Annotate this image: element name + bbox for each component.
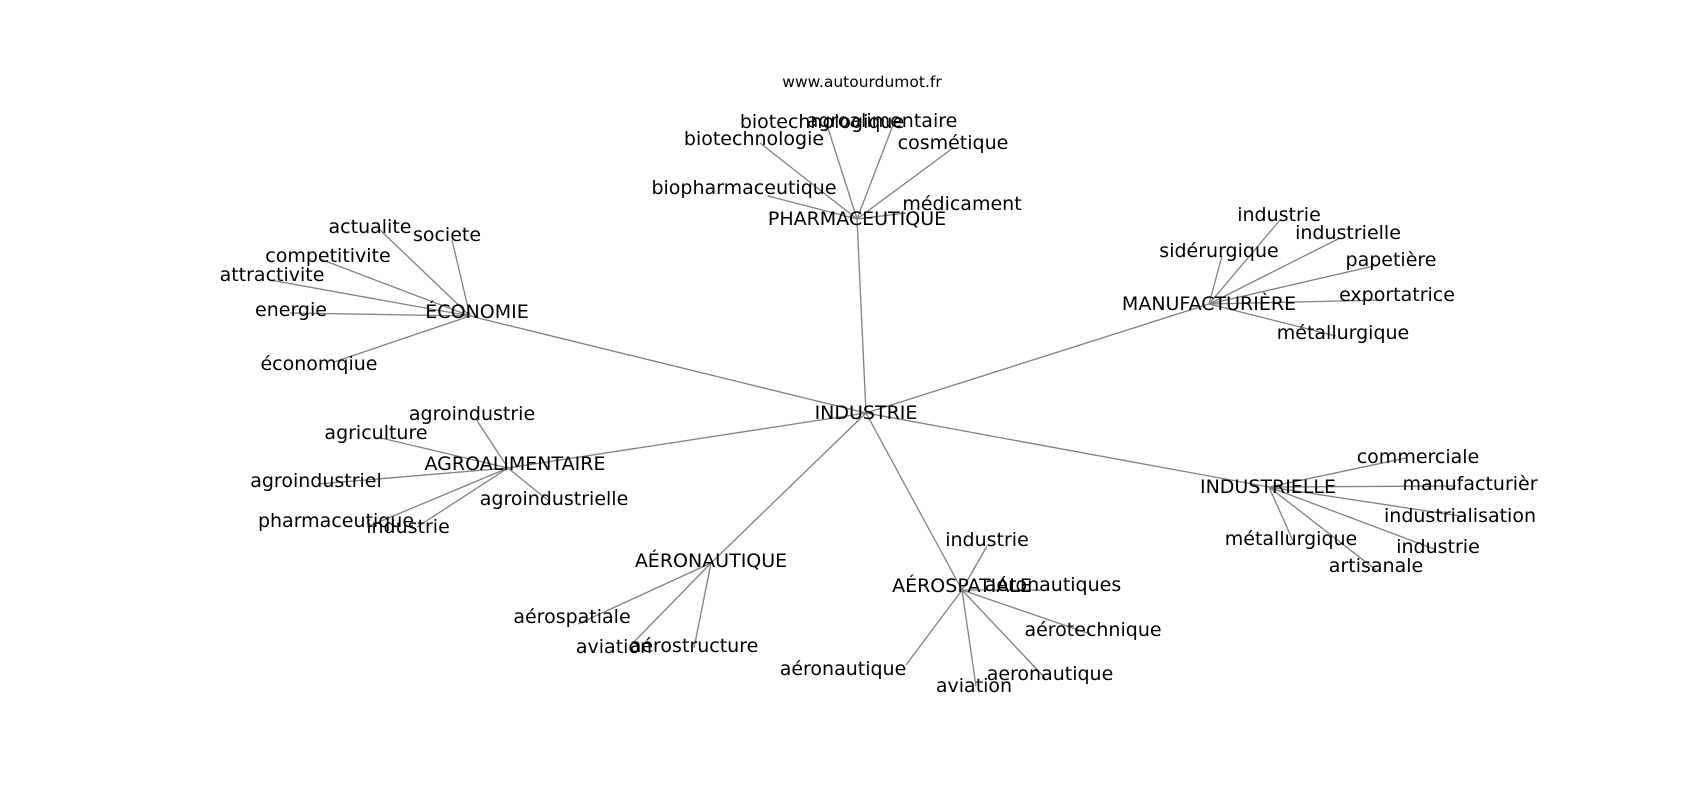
hub-node-aero: AÉRONAUTIQUE	[635, 549, 787, 572]
edge-root-agro	[507, 412, 867, 469]
edge-economie-3	[269, 279, 471, 317]
leaf-node-agro-4: pharmaceutique	[258, 510, 414, 532]
edge-manuf-5	[1208, 303, 1337, 337]
edges-layer	[269, 124, 1461, 687]
edge-economie-1	[451, 239, 471, 317]
leaf-node-manuf-3: papetière	[1346, 249, 1437, 271]
edge-agro-2	[317, 467, 509, 485]
edge-manuf-4	[1208, 299, 1383, 305]
leaf-node-aerosp-3: aéronautique	[780, 658, 907, 680]
leaf-node-manuf-5: métallurgique	[1277, 322, 1410, 344]
leaf-node-agro-0: agroindustrie	[409, 403, 535, 425]
edge-pharma-0	[826, 124, 858, 220]
leaf-node-economie-3: attractivite	[220, 264, 325, 286]
edge-aerosp-3	[905, 589, 963, 666]
leaf-node-pharma-5: médicament	[902, 193, 1021, 215]
leaf-node-manuf-2: sidérurgique	[1159, 240, 1278, 262]
edge-pharma-5	[856, 212, 907, 220]
leaf-node-aerosp-5: aviation	[936, 675, 1012, 697]
leaf-node-indus-5: artisanale	[1329, 555, 1423, 577]
leaf-node-indus-4: industrie	[1396, 536, 1480, 558]
leaf-node-economie-2: competitivite	[265, 245, 390, 267]
leaf-node-aero-0: aérospatiale	[513, 606, 630, 628]
edge-aero-1	[629, 562, 712, 647]
leaf-node-pharma-0: biotechnologique	[740, 111, 904, 133]
edge-root-aerosp	[865, 412, 963, 591]
edge-root-aero	[710, 412, 867, 564]
edge-agro-5	[416, 467, 509, 528]
edge-indus-0	[1268, 457, 1407, 488]
edge-manuf-1	[1208, 237, 1341, 305]
edge-economie-2	[319, 258, 471, 317]
watermark-text: www.autourdumot.fr	[782, 73, 942, 91]
leaf-node-indus-2: industrialisation	[1384, 505, 1536, 527]
edge-root-pharma	[856, 218, 867, 414]
edge-agro-3	[507, 467, 551, 503]
edge-root-manuf	[865, 303, 1210, 414]
edge-indus-3	[1268, 486, 1294, 542]
hub-node-agro: AGROALIMENTAIRE	[425, 453, 606, 475]
leaf-node-manuf-0: industrie	[1237, 204, 1321, 226]
edge-agro-1	[380, 437, 509, 469]
edge-economie-4	[289, 312, 471, 317]
edge-pharma-3	[856, 147, 954, 220]
labels-layer: INDUSTRIEPHARMACEUTIQUEbiotechnologiquea…	[220, 110, 1538, 697]
edge-manuf-0	[1208, 219, 1281, 305]
edge-indus-4	[1268, 486, 1435, 550]
leaf-node-aero-2: aérostructure	[630, 635, 759, 657]
edge-aerosp-0	[961, 545, 988, 591]
leaf-node-economie-5: économqiue	[260, 353, 377, 375]
edge-pharma-4	[767, 195, 858, 220]
edge-economie-0	[377, 227, 471, 317]
leaf-node-agro-3: agroindustrielle	[480, 488, 629, 510]
edge-manuf-3	[1208, 264, 1379, 305]
leaf-node-manuf-1: industrielle	[1295, 222, 1401, 244]
hub-node-indus: INDUSTRIELLE	[1200, 476, 1336, 498]
leaf-node-pharma-4: biopharmaceutique	[651, 177, 836, 199]
leaf-node-economie-0: actualite	[329, 216, 412, 238]
edge-indus-1	[1268, 485, 1457, 488]
leaf-node-aero-1: aviation	[576, 636, 652, 658]
edge-economie-5	[333, 315, 471, 363]
hub-node-aerosp: AÉROSPATIALE	[892, 574, 1032, 597]
leaf-node-agro-5: industrie	[366, 516, 450, 538]
hub-node-pharma: PHARMACEUTIQUE	[768, 208, 946, 230]
hub-node-economie: ÉCONOMIE	[425, 300, 528, 323]
leaf-node-pharma-1: agroalimentaire	[807, 110, 958, 132]
leaf-node-agro-2: agroindustriel	[250, 470, 382, 492]
edge-root-economie	[469, 315, 867, 414]
edge-pharma-1	[856, 124, 894, 220]
edge-aero-0	[577, 562, 712, 625]
leaf-node-indus-3: métallurgique	[1225, 528, 1358, 550]
edge-aerosp-2	[961, 589, 1091, 635]
edge-agro-4	[366, 467, 509, 528]
edge-aerosp-5	[961, 589, 977, 687]
leaf-node-pharma-2: biotechnologie	[684, 128, 824, 150]
leaf-node-pharma-3: cosmétique	[898, 132, 1009, 154]
hub-node-manuf: MANUFACTURIÈRE	[1122, 292, 1296, 315]
leaf-node-indus-1: manufacturièr	[1402, 473, 1537, 495]
leaf-node-indus-0: commerciale	[1357, 446, 1480, 468]
edge-aerosp-4	[961, 589, 1046, 679]
leaf-node-economie-1: societe	[413, 224, 481, 246]
leaf-node-economie-4: energie	[255, 299, 327, 321]
root-node-label: INDUSTRIE	[815, 402, 918, 424]
edge-manuf-2	[1208, 255, 1223, 305]
leaf-node-agro-1: agriculture	[324, 422, 427, 444]
edge-aero-2	[693, 562, 712, 649]
leaf-node-aerosp-4: aeronautique	[987, 663, 1114, 685]
edge-indus-2	[1268, 486, 1461, 517]
edge-pharma-2	[759, 142, 858, 220]
edge-agro-0	[475, 418, 509, 469]
leaf-node-aerosp-2: aérotechnique	[1024, 619, 1161, 641]
leaf-node-aerosp-1: aéronautiques	[985, 574, 1122, 596]
leaf-node-manuf-4: exportatrice	[1339, 284, 1455, 306]
leaf-node-aerosp-0: industrie	[945, 529, 1029, 551]
edge-root-indus	[865, 412, 1270, 488]
edge-indus-5	[1268, 486, 1377, 571]
